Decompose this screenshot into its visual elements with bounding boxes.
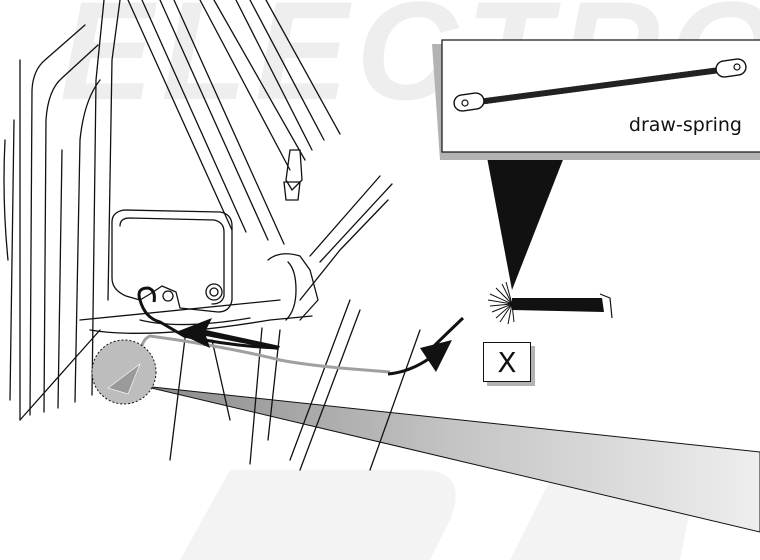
insert-arrow	[420, 340, 452, 372]
routing-guide-wire	[138, 334, 391, 374]
harness-stub	[512, 293, 613, 319]
draw-spring-icon	[453, 58, 747, 112]
x-marker-label: X	[497, 345, 517, 379]
x-marker-box: X	[483, 342, 531, 382]
detail-bubble	[91, 339, 157, 405]
wire-ends	[487, 281, 515, 325]
callout-pointer	[486, 152, 566, 290]
pull-arrow	[176, 318, 280, 350]
draw-spring-label: draw-spring	[628, 114, 742, 136]
vehicle-body-lineart	[3, 0, 421, 471]
zoom-beam	[142, 385, 760, 533]
